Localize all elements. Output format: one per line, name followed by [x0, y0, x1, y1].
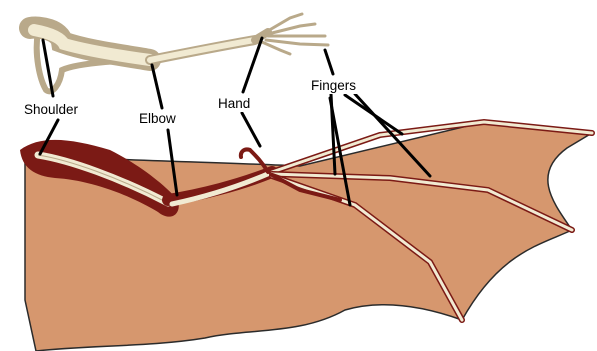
hand-label: Hand: [217, 96, 251, 112]
human-arm-skeleton: [30, 14, 328, 91]
elbow-label: Elbow: [138, 111, 177, 127]
fingers-leader-top: [325, 50, 333, 74]
shoulder-label: Shoulder: [23, 102, 79, 118]
fingers-label: Fingers: [310, 78, 357, 94]
elbow-leader-top: [152, 65, 162, 108]
hand-leader-bottom: [242, 113, 260, 146]
